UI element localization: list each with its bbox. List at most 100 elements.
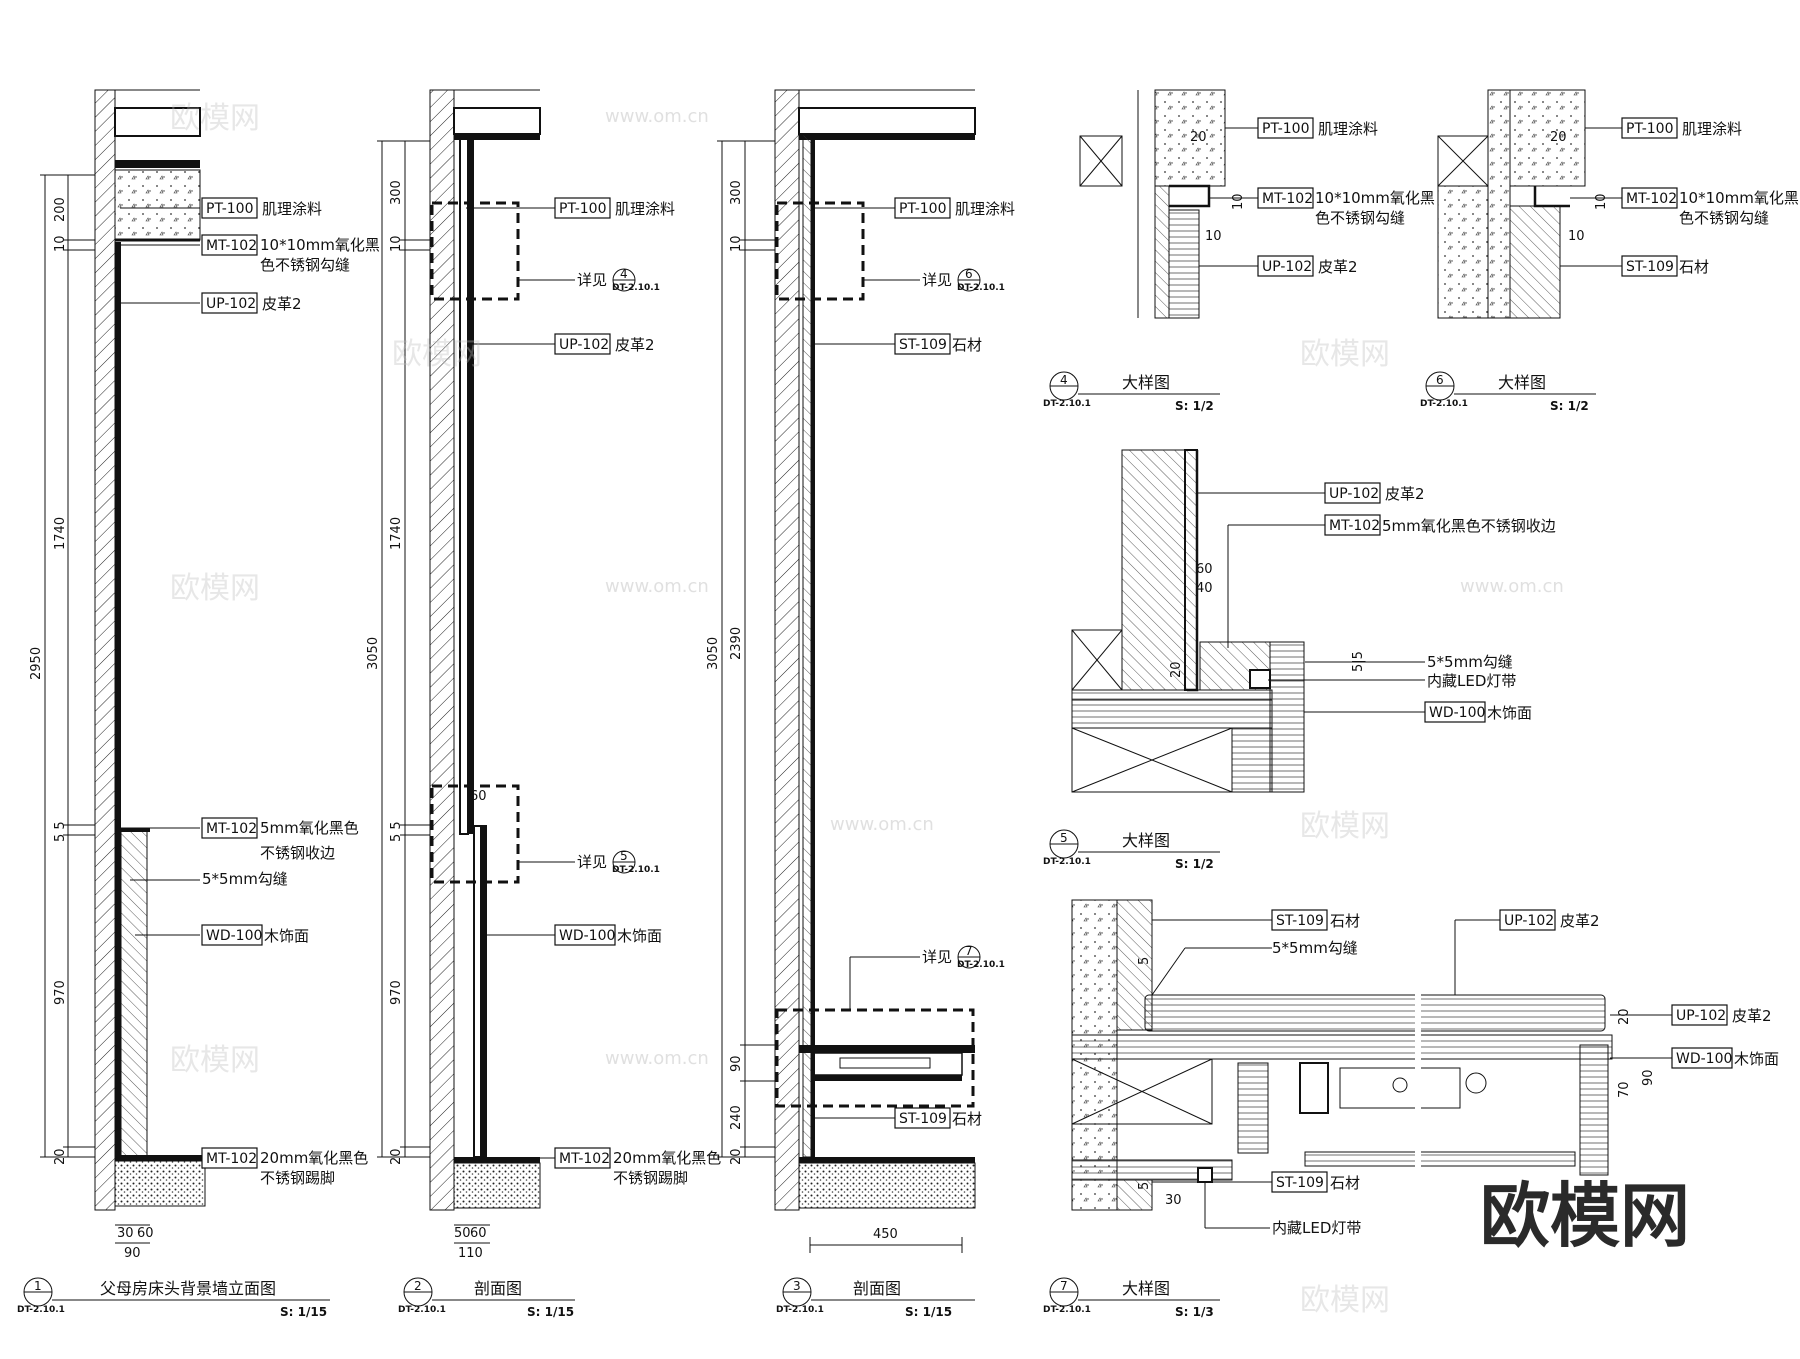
dim-d6-20: 20 [1550,130,1567,145]
label-text: 不锈钢踢脚 [260,1169,335,1187]
dim-v2-1740: 1740 [389,517,404,550]
label-text: 木饰面 [617,927,662,945]
view-title: 剖面图 [474,1279,522,1298]
label-mt102-edge-d5: MT-102 5mm氧化黑色不锈钢收边 [1324,514,1556,536]
watermark-url: www.om.cn [605,1048,709,1069]
label-code: UP-102 [1676,1008,1726,1024]
callout-5: 详见 5 DT-2.10.1 [577,849,660,875]
dim-d7-30: 30 [1165,1193,1182,1208]
see-detail-text: 详见 [922,271,952,289]
label-led-d7: 内藏LED灯带 [1272,1219,1361,1237]
detail-box-6 [775,201,865,301]
label-code: UP-102 [1329,486,1379,502]
label-pt100-v3: PT-100 肌理涂料 [894,197,1015,219]
see-detail-text: 详见 [577,271,607,289]
watermark-brand: 欧模网 [1300,1283,1390,1318]
dim-v2-20: 20 [389,1148,404,1165]
dim-v1-b60: 60 [137,1226,154,1241]
label-text: 10*10mm氧化黑 [1679,189,1799,207]
dim-v1-20: 20 [53,1148,68,1165]
callout-sheet: DT-2.10.1 [612,865,660,875]
sheet-ref: DT-2.10.1 [1420,399,1468,409]
detail-box-5 [430,784,520,884]
view-scale: S: 1/15 [280,1305,327,1319]
view-number: 4 [1060,373,1068,387]
title-block-v3: 3 DT-2.10.1 剖面图 S: 1/15 [776,1277,975,1319]
label-text: 皮革2 [1385,485,1425,503]
label-mt102-gap-d6: MT-102 10*10mm氧化黑 色不锈钢勾缝 [1621,187,1799,227]
sheet-ref: DT-2.10.1 [398,1305,446,1315]
label-text: 石材 [952,1110,982,1128]
label-st109-d7b: ST-109 石材 [1271,1171,1360,1193]
dim-d4-10: 10 [1231,193,1246,210]
view-3-section: 3050 300 10 2390 90 240 20 450 PT-100 肌理… [706,89,1015,1319]
watermark-layer: 欧模网 www.om.cn 欧模网 欧模网 欧模网 www.om.cn www.… [170,101,1564,1318]
view-scale: S: 1/2 [1175,399,1214,413]
label-code: PT-100 [559,201,606,217]
label-led-d5: 内藏LED灯带 [1427,672,1516,690]
title-block-d6: 6 DT-2.10.1 大样图 S: 1/2 [1420,371,1596,413]
label-text: 石材 [1330,1174,1360,1192]
callout-7: 详见 7 DT-2.10.1 [922,944,1005,970]
label-code: ST-109 [1276,1175,1324,1191]
label-code: ST-109 [1626,259,1674,275]
dim-v2-b110: 110 [458,1246,483,1261]
label-text: 皮革2 [615,336,655,354]
view-title: 大样图 [1498,373,1546,392]
dim-v3-20: 20 [729,1148,744,1165]
dim-v3-240: 240 [729,1105,744,1130]
dim-d5-40: 40 [1196,581,1213,596]
callout-6: 详见 6 DT-2.10.1 [922,267,1005,293]
detail-6: 20 10 10 PT-100 肌理涂料 MT-102 10*10mm氧化黑 色… [1420,89,1799,413]
callout-number: 5 [620,849,628,863]
label-pt100-d6: PT-100 肌理涂料 [1621,117,1742,139]
label-st109-v3a: ST-109 石材 [894,333,982,355]
callout-sheet: DT-2.10.1 [612,283,660,293]
label-code: MT-102 [1626,191,1677,207]
label-text: 肌理涂料 [615,200,675,218]
dim-v2-55: 5 5 [389,821,404,842]
label-text: 石材 [1679,258,1709,276]
label-text: 色不锈钢勾缝 [1315,209,1405,227]
label-text: 10*10mm氧化黑 [1315,189,1435,207]
label-code: PT-100 [1262,121,1309,137]
label-text: 石材 [1330,912,1360,930]
view-title: 大样图 [1122,831,1170,850]
label-up102-d7b: UP-102 皮革2 [1671,1004,1772,1026]
view-number: 6 [1436,373,1444,387]
label-up102-d7a: UP-102 皮革2 [1499,909,1600,931]
label-mt102-edge-v1: MT-102 5mm氧化黑色 不锈钢收边 [201,817,359,862]
dim-v2-b50: 50 [454,1226,471,1241]
watermark-url: www.om.cn [605,106,709,127]
label-code: ST-109 [1276,913,1324,929]
title-block-d5: 5 DT-2.10.1 大样图 S: 1/2 [1043,829,1220,871]
view-scale: S: 1/15 [527,1305,574,1319]
label-text: 10*10mm氧化黑 [260,236,380,254]
dim-d4-10b: 10 [1205,229,1222,244]
label-text: 木饰面 [264,927,309,945]
dim-v1-10: 10 [53,235,68,252]
label-mt102-kick-v1: MT-102 20mm氧化黑色 不锈钢踢脚 [201,1147,368,1187]
callout-number: 6 [965,267,973,281]
label-text: 皮革2 [1560,912,1600,930]
label-up102-v2: UP-102 皮革2 [554,333,655,355]
watermark-url: www.om.cn [605,576,709,597]
dim-v3-2390: 2390 [729,627,744,660]
label-wd100-v2: WD-100 木饰面 [554,924,662,946]
title-block-d4: 4 DT-2.10.1 大样图 S: 1/2 [1043,371,1220,413]
dim-v1-200: 200 [53,197,68,222]
label-text: 色不锈钢勾缝 [260,256,350,274]
label-pt100-v1: PT-100 肌理涂料 [201,197,322,219]
watermark-brand: 欧模网 [392,337,482,372]
label-code: MT-102 [206,821,257,837]
callout-number: 7 [965,944,973,958]
dim-v3-total: 3050 [706,637,721,670]
label-up102-d5: UP-102 皮革2 [1324,482,1425,504]
label-code: MT-102 [206,1151,257,1167]
label-code: PT-100 [899,201,946,217]
dim-v3-300: 300 [729,180,744,205]
dim-v2-970: 970 [389,980,404,1005]
dim-d7-90: 90 [1641,1069,1656,1086]
view-2-section: 3050 300 10 1740 5 5 970 20 60 50 60 110… [366,89,721,1319]
